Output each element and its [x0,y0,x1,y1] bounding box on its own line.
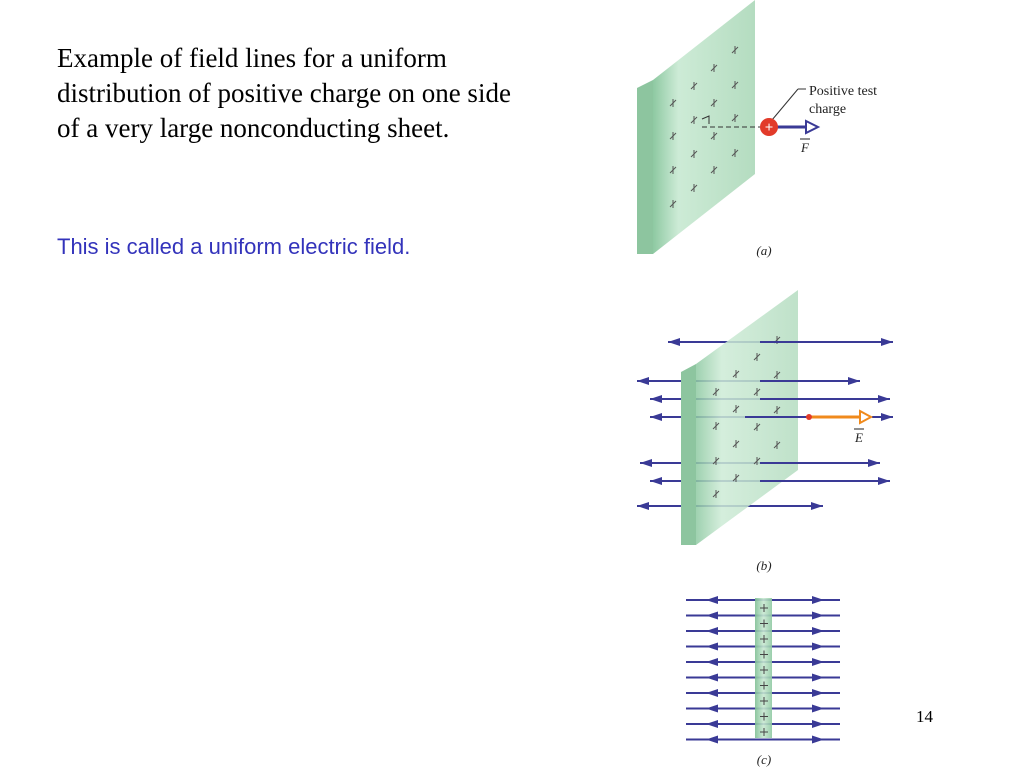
field-line-arrowhead [812,627,824,635]
field-line-arrowhead [706,735,718,744]
field-line-arrowhead [881,413,893,421]
field-line-arrowhead [650,395,662,403]
field-line-arrowhead [812,611,824,620]
field-line-arrowhead [706,611,718,620]
field-line-arrowhead [811,502,823,510]
field-line-arrowhead [706,673,718,682]
field-line-arrowhead [706,689,718,697]
page-number: 14 [916,707,933,726]
field-lines-b-front [745,338,893,510]
field-line-arrowhead [812,658,824,666]
field-symbol: E [854,430,863,445]
caption-b: (b) [756,558,771,573]
field-line-arrowhead [706,642,718,651]
caption-c: (c) [757,752,771,767]
field-arrow-head [859,409,874,425]
field-line-arrowhead [668,338,680,346]
field-line-arrowhead [812,642,824,651]
test-charge [760,118,778,136]
sheet-a-charges [669,46,739,208]
charge-plus-sign: + [765,120,774,136]
uniform-field-statement: This is called a uniform electric field. [57,234,411,259]
field-line-arrowhead [650,477,662,485]
force-arrow-head [805,119,821,135]
field-line-arrowhead [848,377,860,385]
figure-b: E (b) [637,290,893,573]
field-line-arrowhead [650,413,662,421]
right-angle-marker [701,115,710,124]
field-line-arrowhead [812,596,824,604]
field-line-arrowhead [706,704,718,713]
field-line-arrowhead [812,689,824,697]
force-symbol: F [800,140,810,155]
field-line-arrowhead [640,459,652,467]
field-line-arrowhead [637,377,649,385]
field-line-arrowhead [706,627,718,635]
field-line-arrowhead [812,704,824,713]
sheet-b-edge [681,364,696,545]
field-line-arrowhead [812,673,824,682]
field-line-arrowhead [706,596,718,604]
field-line-arrowhead [868,459,880,467]
field-point [806,414,812,420]
main-description: Example of field lines for a uniform dis… [57,43,511,143]
field-line-arrowhead [706,658,718,666]
figure-a: + Positive test charge F (a) [637,0,877,258]
caption-a: (a) [756,243,771,258]
positive-test-charge-label-2: charge [809,102,846,117]
sheet-b-charges [712,336,781,498]
field-line-arrowhead [878,395,890,403]
figure-c: (c) [686,596,840,767]
label-leader-line [771,88,799,121]
field-line-arrowhead [812,735,824,744]
sheet-a-edge [637,80,653,254]
positive-test-charge-label-1: Positive test [809,84,877,99]
field-line-arrowhead [812,720,824,728]
field-line-arrowhead [878,477,890,485]
sheet-c-charges [760,604,768,736]
field-line-arrowhead [881,338,893,346]
field-line-arrowhead [637,502,649,510]
field-line-arrowhead [706,720,718,728]
